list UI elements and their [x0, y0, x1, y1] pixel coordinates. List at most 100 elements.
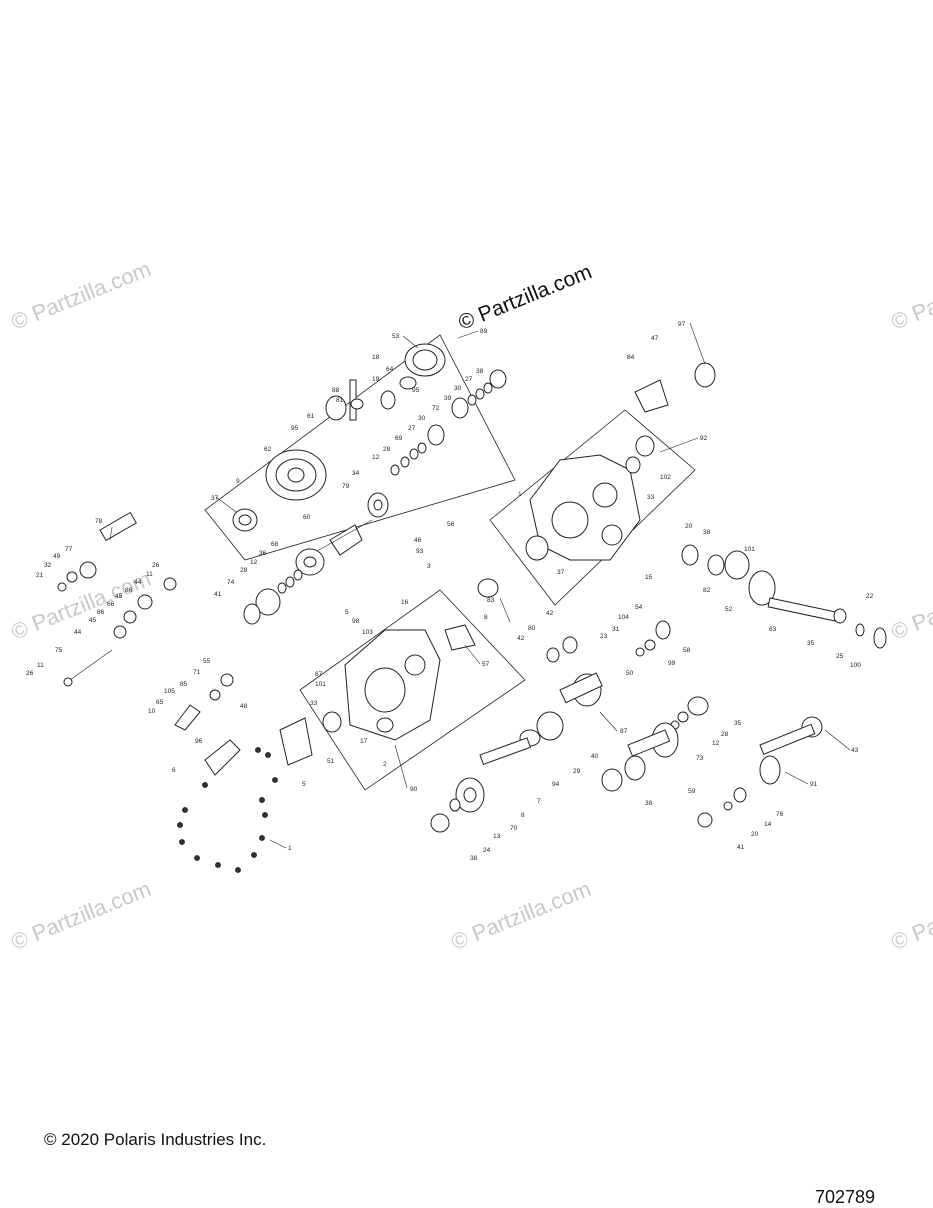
callout-label: 8 [521, 812, 525, 819]
callout-label: 27 [465, 376, 473, 383]
callout-label: 27 [408, 425, 416, 432]
callout-label: 41 [737, 844, 745, 851]
watermark-text: © Partzilla.com [8, 256, 155, 335]
callout-label: 84 [627, 354, 635, 361]
callout-label: 37 [557, 569, 565, 576]
callout-label: 29 [573, 768, 581, 775]
callout-label: 87 [620, 728, 628, 735]
callout-label: 80 [528, 625, 536, 632]
callout-label: 44 [74, 629, 82, 636]
shaft-assemblies [430, 620, 823, 833]
callout-label: 38 [645, 800, 653, 807]
callout-label: 56 [447, 521, 455, 528]
callout-label: 23 [600, 633, 608, 640]
callout-label: 103 [362, 629, 373, 636]
callout-label: 69 [395, 435, 403, 442]
callout-label: 30 [454, 385, 462, 392]
callout-label: 7 [537, 798, 541, 805]
callout-label: 6 [172, 767, 176, 774]
callout-label: 16 [401, 599, 409, 606]
callout-label: 49 [53, 553, 61, 560]
callout-label: 26 [26, 670, 34, 677]
shift-linkage [57, 511, 313, 776]
callout-label: 98 [352, 618, 360, 625]
callout-label: 21 [36, 572, 44, 579]
callout-label: 32 [44, 562, 52, 569]
callout-label: 71 [193, 669, 201, 676]
callout-label: 41 [214, 591, 222, 598]
watermark-text: © Partzilla.com [888, 566, 933, 645]
callout-label: 10 [148, 708, 156, 715]
callout-label: 24 [483, 847, 491, 854]
watermark-text: © Partzilla.com [888, 256, 933, 335]
callout-label: 94 [552, 781, 560, 788]
callout-label: 3 [427, 563, 431, 570]
callout-label: 79 [342, 483, 350, 490]
fastener-set [177, 747, 278, 873]
callout-label: 28 [383, 446, 391, 453]
callout-label: 31 [612, 626, 620, 633]
callout-label: 26 [152, 562, 160, 569]
callout-label: 33 [647, 494, 655, 501]
callout-label: 11 [146, 571, 153, 578]
callout-label: 99 [668, 660, 676, 667]
callout-label: 9 [236, 478, 240, 485]
callout-label: 92 [700, 435, 708, 442]
callout-label: 50 [626, 670, 634, 677]
callout-label: 68 [271, 541, 279, 548]
callout-label: 77 [65, 546, 73, 553]
callout-label: 20 [751, 831, 759, 838]
callout-label: 67 [315, 671, 323, 678]
callout-label: 46 [414, 537, 422, 544]
callout-label: 64 [386, 366, 394, 373]
callout-label: 36 [259, 550, 267, 557]
callout-label: 22 [866, 593, 874, 600]
callout-label: 28 [240, 567, 248, 574]
callout-label: 5 [302, 781, 306, 788]
callout-label: 2 [383, 761, 387, 768]
callout-label: 19 [372, 376, 380, 383]
callout-label: 70 [510, 825, 518, 832]
callout-label: 42 [546, 610, 554, 617]
watermark-text: © Partzilla.com [888, 876, 933, 955]
callout-label: 12 [712, 740, 720, 747]
callout-label: 86 [97, 609, 105, 616]
housing-lower [322, 624, 476, 741]
callout-label: 38 [703, 529, 711, 536]
callout-label: 89 [480, 328, 488, 335]
callout-label: 82 [703, 587, 711, 594]
callout-label: 95 [291, 425, 299, 432]
callout-label: 59 [688, 788, 696, 795]
callout-label: 102 [660, 474, 671, 481]
callout-label: 57 [482, 661, 490, 668]
callout-label: 47 [651, 335, 659, 342]
callout-label: 28 [721, 731, 729, 738]
differential-assembly [232, 343, 507, 625]
watermark-text: © Partzilla.com [448, 876, 595, 955]
callout-label: 81 [336, 397, 344, 404]
callout-label: 51 [327, 758, 335, 765]
callout-label: 42 [517, 635, 525, 642]
callout-label: 37 [211, 495, 219, 502]
callout-label: 65 [156, 699, 164, 706]
callout-label: 86 [125, 587, 133, 594]
callout-label: 78 [95, 518, 103, 525]
callout-label: 105 [164, 688, 175, 695]
callout-label: 30 [418, 415, 426, 422]
callout-label: 76 [776, 811, 784, 818]
callout-label: 35 [807, 640, 815, 647]
callout-label: 15 [645, 574, 653, 581]
group-boxes [204, 334, 696, 791]
callout-label: 20 [685, 523, 693, 530]
copyright-text: © 2020 Polaris Industries Inc. [44, 1130, 267, 1149]
callout-label: 52 [725, 606, 733, 613]
callout-label: 62 [264, 446, 272, 453]
callout-label: 95 [412, 387, 420, 394]
callout-label: 72 [432, 405, 440, 412]
callout-label: 11 [37, 662, 44, 669]
callout-label: 58 [683, 647, 691, 654]
callout-label: 45 [115, 593, 123, 600]
callout-label: 85 [180, 681, 188, 688]
callout-label: 40 [591, 753, 599, 760]
